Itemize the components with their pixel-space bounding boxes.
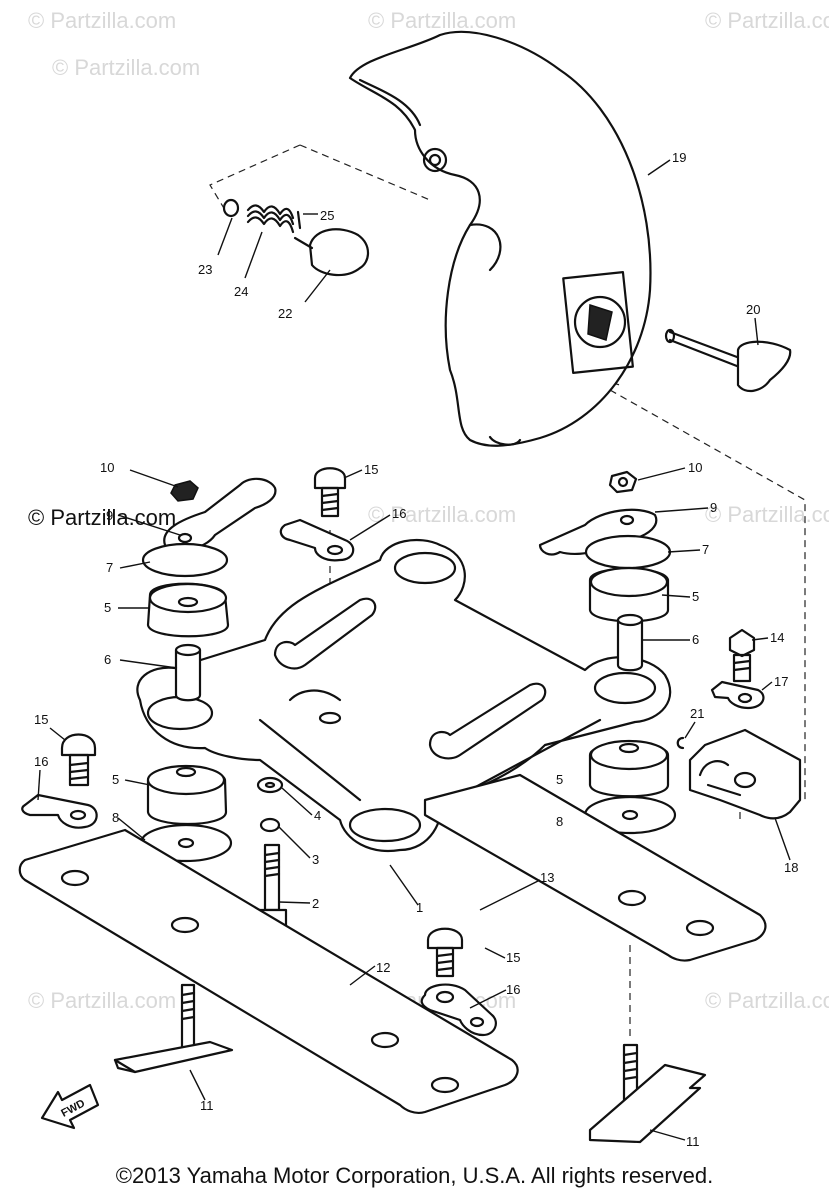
- plates: [18, 773, 767, 1114]
- callout-10-left: 10: [100, 460, 114, 475]
- watermark-top-center: © Partzilla.com: [368, 8, 516, 33]
- bracket-18: [688, 728, 802, 820]
- t-bolts: [113, 983, 707, 1144]
- callout-16-top: 16: [392, 506, 406, 521]
- watermark-upper-left: © Partzilla.com: [52, 55, 200, 80]
- callout-24: 24: [234, 284, 248, 299]
- washer-7-right: [584, 534, 672, 570]
- callout-18: 18: [784, 860, 798, 875]
- callout-9-right: 9: [710, 500, 717, 515]
- callout-22: 22: [278, 306, 292, 321]
- callout-5-right: 5: [692, 589, 699, 604]
- callout-8-left: 8: [112, 810, 119, 825]
- callout-1: 1: [416, 900, 423, 915]
- callout-16-left: 16: [34, 754, 48, 769]
- callout-9-left: 9: [106, 508, 113, 523]
- washer-7-left: [141, 542, 229, 578]
- callout-7-left: 7: [106, 560, 113, 575]
- callout-19: 19: [672, 150, 686, 165]
- top-center-fasteners: [279, 467, 355, 562]
- t-bolt-11-right-plate: [588, 1063, 707, 1144]
- lug-16-lower: [420, 983, 497, 1037]
- center-bolt: [256, 776, 288, 930]
- washer-4: [256, 776, 284, 794]
- bolt-15-top: [313, 467, 347, 490]
- collar-6-right: [616, 618, 644, 672]
- release-pin-20: [664, 328, 792, 393]
- callout-6-left: 6: [104, 652, 111, 667]
- washer-23: [222, 198, 240, 218]
- callout-25: 25: [320, 208, 334, 223]
- pin-25: [296, 210, 302, 230]
- mounting-frame: [136, 538, 672, 853]
- nut-10-right: [608, 470, 638, 494]
- callout-5-lower-left: 5: [112, 772, 119, 787]
- lug-16-left: [21, 793, 98, 829]
- callout-4: 4: [314, 808, 321, 823]
- spring-washer-3: [259, 817, 281, 833]
- collar-6-left: [174, 648, 202, 702]
- callout-16-lower: 16: [506, 982, 520, 997]
- watermark-low-right: © Partzilla.com: [705, 988, 829, 1013]
- callout-2: 2: [312, 896, 319, 911]
- copyright-notice: ©2013 Yamaha Motor Corporation, U.S.A. A…: [115, 1163, 714, 1188]
- callout-10-right: 10: [688, 460, 702, 475]
- callout-15-lower: 15: [506, 950, 520, 965]
- nut-10-left: [170, 480, 199, 502]
- callout-15-top: 15: [364, 462, 378, 477]
- bolt-15-left: [60, 733, 97, 757]
- lower-center-fasteners: [420, 927, 497, 1037]
- callout-17: 17: [774, 674, 788, 689]
- callouts: 19 20 23 24 25 22 10 9 7 5 6 15 16 10 9 …: [34, 150, 798, 1149]
- callout-11-right: 11: [686, 1134, 700, 1149]
- callout-11-left: 11: [200, 1098, 214, 1113]
- plate-13: [423, 773, 767, 962]
- watermark-low-left: © Partzilla.com: [28, 988, 176, 1013]
- callout-3: 3: [312, 852, 319, 867]
- fan-shroud: [348, 30, 652, 447]
- plate-12: [18, 828, 519, 1114]
- washer-17: [710, 680, 765, 710]
- watermark-mid-center: © Partzilla.com: [368, 502, 516, 527]
- callout-8-right: 8: [556, 814, 563, 829]
- leader-lines: [37, 159, 791, 1141]
- left-mount-stack: [141, 477, 277, 702]
- callout-23: 23: [198, 262, 212, 277]
- callout-12: 12: [376, 960, 390, 975]
- bolt-14: [728, 628, 756, 658]
- left-lower-fasteners: [21, 733, 233, 863]
- watermark-mid-right: © Partzilla.com: [705, 502, 829, 527]
- clip-21: [676, 736, 685, 750]
- callout-21: 21: [690, 706, 704, 721]
- callout-6-right: 6: [692, 632, 699, 647]
- knob-assembly: [222, 198, 370, 277]
- lug-16-top: [279, 518, 355, 562]
- callout-15-left: 15: [34, 712, 48, 727]
- callout-7-right: 7: [702, 542, 709, 557]
- knob-22: [308, 228, 370, 277]
- watermark-top-left: © Partzilla.com: [28, 8, 176, 33]
- watermark-top-right: © Partzilla.com: [705, 8, 829, 33]
- callout-14: 14: [770, 630, 784, 645]
- callout-5-left: 5: [104, 600, 111, 615]
- bolt-15-lower: [426, 927, 464, 950]
- bracket-9-left: [163, 477, 277, 552]
- t-bolt-11-left-plate: [113, 1040, 234, 1074]
- right-lower-fasteners: [583, 628, 802, 835]
- callout-5-lower-right: 5: [556, 772, 563, 787]
- right-mount-stack: [538, 470, 672, 672]
- callout-20: 20: [746, 302, 760, 317]
- callout-13: 13: [540, 870, 554, 885]
- fwd-arrow: FWD: [40, 1083, 100, 1130]
